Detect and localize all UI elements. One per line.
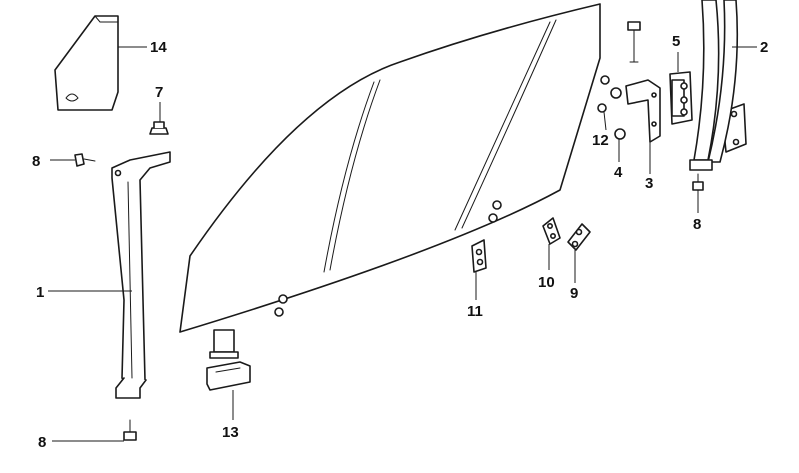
window-glass: [179, 3, 601, 333]
callout-11: 11: [467, 303, 483, 320]
callout-9: 9: [570, 285, 578, 302]
leader-lines: [48, 46, 757, 442]
part-1-guide-rail: [111, 151, 171, 399]
part-11-spacer: [471, 239, 487, 273]
part-13-lifter-channel: [206, 361, 251, 391]
callout-10: 10: [538, 274, 555, 291]
callout-14: 14: [150, 39, 167, 56]
callout-13: 13: [222, 424, 239, 441]
part-8-screw-bottom: [123, 419, 137, 441]
callout-1: 1: [36, 284, 44, 301]
part-5-hinge: [669, 71, 693, 125]
callout-8-bottom: 8: [38, 434, 46, 451]
part-12-nut: [597, 75, 610, 113]
callout-5: 5: [672, 33, 680, 50]
callout-8-right: 8: [693, 216, 701, 233]
part-4-nut: [610, 87, 626, 140]
part-7-clip: [149, 121, 169, 135]
callout-2: 2: [760, 39, 768, 56]
part-8-screw-top-left: [74, 153, 96, 167]
top-bolt: [627, 21, 641, 63]
callout-4: 4: [614, 164, 623, 181]
callout-labels: 14 7 8 1 8 13 11 10 9 12 4 3 5 2 8: [32, 33, 768, 451]
callout-7: 7: [155, 84, 163, 101]
callout-12: 12: [592, 132, 609, 149]
glass-mount-tab: [209, 329, 239, 359]
part-10-washer-plate: [542, 217, 561, 245]
part-9-plate: [567, 223, 591, 251]
part-3-bracket: [625, 79, 661, 143]
part-2-rear-rail: [689, 0, 739, 171]
part-14-window-trim: [54, 15, 119, 111]
callout-3: 3: [645, 175, 653, 192]
part-8-screw-right: [692, 173, 704, 191]
callout-8-top-left: 8: [32, 153, 40, 170]
